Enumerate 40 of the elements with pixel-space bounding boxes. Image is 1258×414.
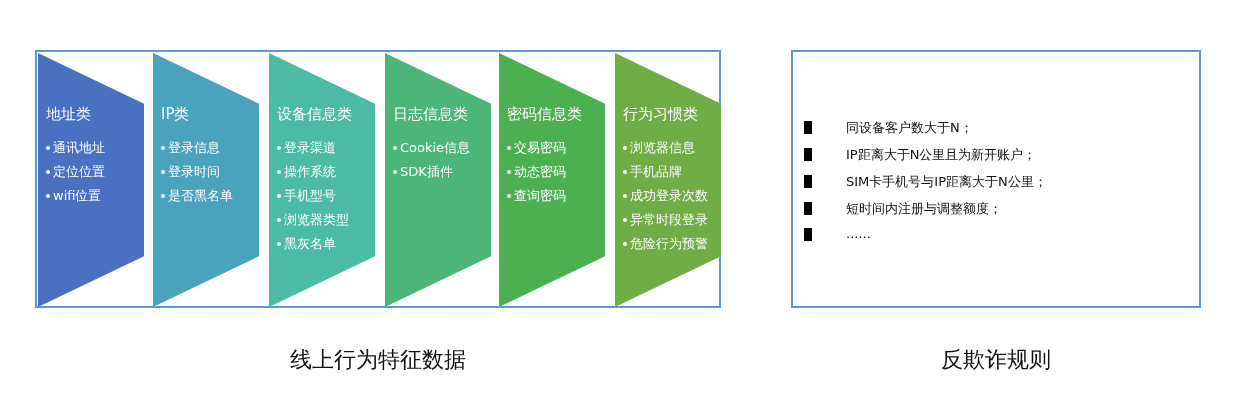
chevron-shape — [269, 53, 375, 307]
list-item: 登录时间 — [168, 163, 220, 181]
category-heading: 日志信息类 — [393, 105, 468, 124]
panel-caption: 反欺诈规则 — [940, 346, 1052, 374]
list-item: 查询密码 — [514, 187, 566, 205]
panel-caption: 线上行为特征数据 — [289, 346, 467, 374]
category-heading: 行为习惯类 — [623, 105, 698, 124]
list-item: Cookie信息 — [400, 139, 471, 157]
list-item: 定位位置 — [53, 163, 105, 181]
list-item: 黑灰名单 — [284, 235, 336, 253]
list-item: 操作系统 — [284, 163, 336, 181]
chevron-shape — [38, 53, 144, 307]
rule-text: SIM卡手机号与IP距离大于N公里； — [846, 173, 1047, 191]
category-heading: 地址类 — [46, 105, 91, 124]
list-item: 浏览器类型 — [284, 211, 349, 229]
list-item: SDK插件 — [400, 163, 453, 181]
list-item: wifi位置 — [53, 187, 102, 205]
category-heading: IP类 — [161, 105, 190, 124]
list-item: 是否黑名单 — [168, 187, 233, 205]
list-item: 登录信息 — [168, 139, 220, 157]
chevron-shape — [499, 53, 605, 307]
chevron-shape — [153, 53, 259, 307]
rule-text: IP距离大于N公里且为新开账户； — [846, 146, 1037, 164]
list-item: 危险行为预警 — [630, 235, 708, 253]
category-heading: 设备信息类 — [277, 105, 352, 124]
list-item: 动态密码 — [514, 163, 566, 181]
rule-text: 同设备客户数大于N； — [846, 119, 973, 137]
list-item: 交易密码 — [514, 139, 566, 157]
list-item: 通讯地址 — [53, 139, 105, 157]
category-heading: 密码信息类 — [507, 105, 582, 124]
list-item: 手机品牌 — [630, 163, 682, 181]
list-item: 成功登录次数 — [630, 187, 708, 205]
rule-text: 短时间内注册与调整额度； — [846, 200, 1002, 218]
list-item: 手机型号 — [284, 187, 336, 205]
rule-text: ...... — [846, 226, 871, 241]
list-item: 浏览器信息 — [630, 139, 695, 157]
chevron-shape — [385, 53, 491, 307]
chevron-shape — [615, 53, 721, 307]
list-item: 异常时段登录 — [630, 211, 708, 229]
list-item: 登录渠道 — [284, 139, 336, 157]
